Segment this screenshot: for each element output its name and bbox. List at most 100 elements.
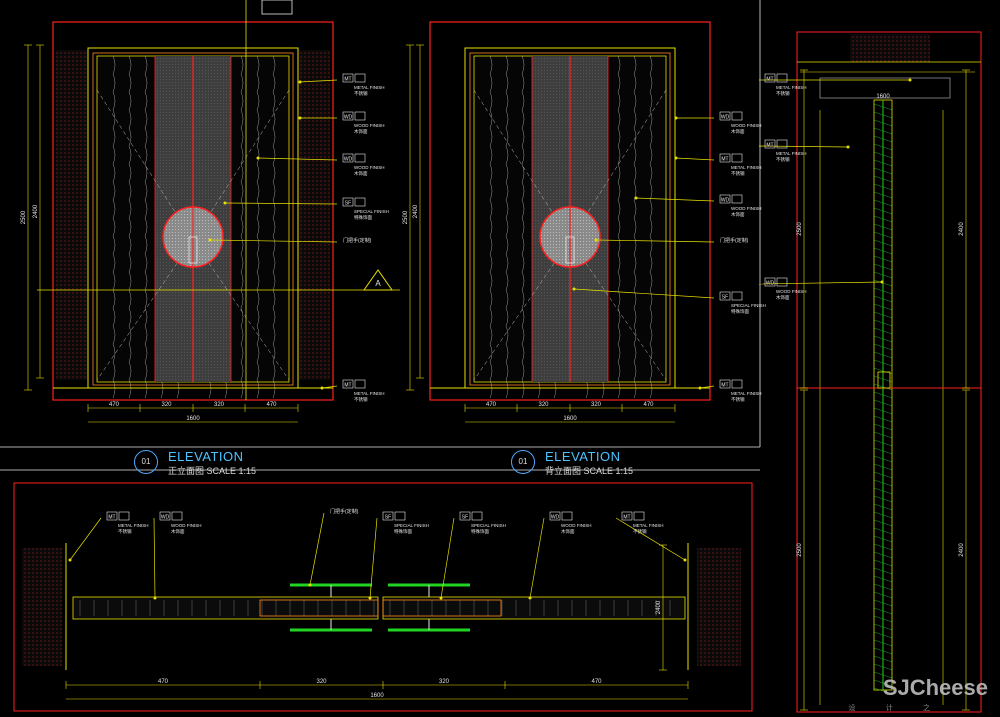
tag-box (354, 379, 366, 389)
section-hatch (873, 143, 893, 151)
tag-text: METAL FINISH (633, 523, 664, 528)
section-hatch (873, 551, 893, 559)
tag-box (354, 153, 366, 163)
section-hatch (873, 151, 893, 159)
tag-code: SF (385, 515, 391, 521)
dim-value: 470 (643, 402, 654, 408)
tag-text: 不锈钢 (776, 156, 790, 163)
dim-total: 1600 (370, 693, 384, 699)
leader-line (257, 157, 338, 161)
leader-dot (208, 238, 212, 242)
tag-box (342, 73, 354, 83)
dim-value: 2500 (403, 210, 409, 224)
section-hatch (873, 455, 893, 463)
leader-line (440, 517, 455, 599)
tag-code: WD (766, 281, 775, 287)
tag-text: WOOD FINISH (731, 206, 762, 211)
dim-total: 1600 (563, 416, 577, 422)
swing-line (192, 239, 290, 381)
tag-text: SPECIAL FINISH (354, 209, 389, 214)
tag-box (731, 153, 743, 163)
leader-line (675, 157, 715, 161)
tag-text: METAL FINISH (731, 391, 762, 396)
section-hatch (873, 335, 893, 343)
tag-text: 不锈钢 (731, 170, 745, 177)
tag-box (731, 194, 743, 204)
leader-line (595, 239, 715, 243)
tag-text: 特殊饰面 (731, 308, 749, 315)
leader-line (758, 281, 883, 285)
section-hatch (873, 647, 893, 655)
elevation-outline (52, 21, 334, 401)
tag-code: MT (766, 77, 773, 83)
tag-box (719, 153, 731, 163)
dim-value: 2400 (656, 600, 662, 614)
tag-code: WD (551, 515, 560, 521)
tag-text: 门把手(定制) (343, 237, 372, 244)
wood-grain (521, 55, 525, 399)
dim-value: 2400 (413, 204, 419, 218)
section-hatch (873, 359, 893, 367)
tag-box (354, 111, 366, 121)
section-hatch (873, 519, 893, 527)
wall-hatch (298, 50, 330, 380)
tag-box (118, 511, 130, 521)
section-hatch (873, 287, 893, 295)
leader-line (635, 197, 715, 202)
section-hatch (873, 271, 893, 279)
tag-code: MT (344, 383, 351, 389)
tag-text: 木饰面 (171, 528, 185, 535)
tag-box (471, 511, 483, 521)
section-hatch (873, 423, 893, 431)
tag-box (171, 511, 183, 521)
section-hatch (873, 543, 893, 551)
leader-dot (880, 280, 884, 284)
leader-line (309, 512, 325, 586)
tag-box (354, 197, 366, 207)
section-hatch (873, 463, 893, 471)
tag-box (106, 511, 118, 521)
dim-value: 470 (486, 402, 497, 408)
tag-box (354, 73, 366, 83)
section-hatch (873, 471, 893, 479)
tag-text: WOOD FINISH (171, 523, 202, 528)
plan-special-panel (259, 599, 379, 617)
section-hatch (873, 575, 893, 583)
dim-value: 2500 (21, 210, 27, 224)
leader-line (529, 517, 545, 599)
dim-value: 2500 (797, 543, 803, 557)
tag-box (764, 73, 776, 83)
tag-box (731, 379, 743, 389)
section-hatch (873, 591, 893, 599)
dim-value: 320 (161, 402, 172, 408)
tag-code: WD (721, 198, 730, 204)
section-hatch (873, 527, 893, 535)
section-hatch (873, 447, 893, 455)
tag-text: WOOD FINISH (561, 523, 592, 528)
tag-box (382, 511, 394, 521)
tag-text: METAL FINISH (354, 85, 385, 90)
section-hatch (873, 367, 893, 375)
leader-line (573, 288, 715, 299)
tag-code: SF (345, 201, 351, 207)
tag-text: WOOD FINISH (354, 123, 385, 128)
tag-text: METAL FINISH (776, 151, 807, 156)
section-hatch (873, 167, 893, 175)
tag-text: 不锈钢 (731, 396, 745, 403)
section-hatch (873, 215, 893, 223)
elevation-label: ELEVATION (168, 449, 244, 464)
wood-grain (144, 55, 148, 399)
tag-text: 特殊饰面 (354, 214, 372, 221)
section-marker-label: A (375, 279, 381, 288)
tag-text: SPECIAL FINISH (471, 523, 506, 528)
swing-line (473, 239, 571, 381)
leader-dot (683, 558, 687, 562)
tag-text: 木饰面 (731, 128, 745, 135)
section-hatch (873, 199, 893, 207)
leader-dot (68, 558, 72, 562)
section-hatch (873, 375, 893, 383)
tag-text: WOOD FINISH (731, 123, 762, 128)
section-hatch (873, 599, 893, 607)
section-hatch (873, 511, 893, 519)
